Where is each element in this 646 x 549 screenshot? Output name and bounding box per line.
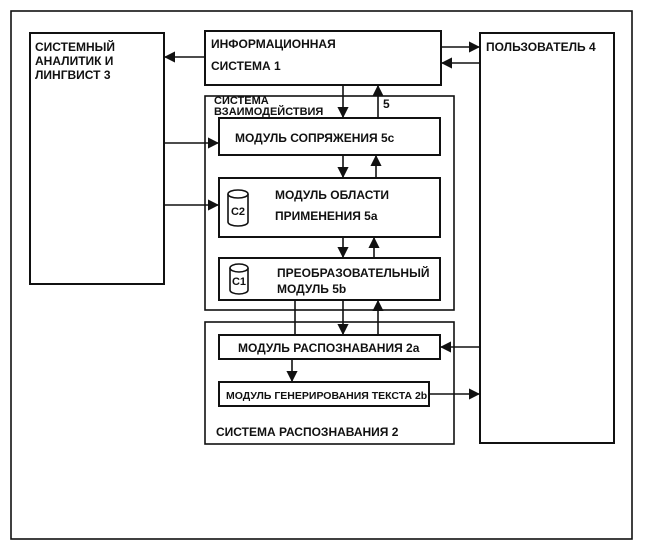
information-system-label-2: СИСТЕМА 1	[211, 59, 281, 73]
c2-database-label: С2	[231, 206, 245, 218]
user-block	[480, 33, 614, 443]
interface-module-label: МОДУЛЬ СОПРЯЖЕНИЯ 5с	[235, 131, 395, 145]
user-label: ПОЛЬЗОВАТЕЛЬ 4	[486, 40, 596, 54]
domain-module-label-2: ПРИМЕНЕНИЯ 5а	[275, 209, 378, 223]
interaction-system-label-2: ВЗАИМОДЕЙСТВИЯ	[214, 105, 323, 118]
c1-database-label: С1	[232, 276, 246, 288]
conversion-module-label-1: ПРЕОБРАЗОВАТЕЛЬНЫЙ	[277, 265, 429, 280]
analyst-label-2: АНАЛИТИК И	[35, 54, 113, 68]
domain-module-label-1: МОДУЛЬ ОБЛАСТИ	[275, 188, 389, 202]
information-system-label-1: ИНФОРМАЦИОННАЯ	[211, 37, 336, 51]
analyst-label-1: СИСТЕМНЫЙ	[35, 39, 115, 54]
recognition-module-label: МОДУЛЬ РАСПОЗНАВАНИЯ 2а	[238, 341, 420, 355]
conversion-module-label-2: МОДУЛЬ 5b	[277, 282, 346, 296]
text-generation-module-label: МОДУЛЬ ГЕНЕРИРОВАНИЯ ТЕКСТА 2b	[226, 390, 427, 402]
interaction-system-number: 5	[383, 97, 390, 111]
analyst-label-3: ЛИНГВИСТ 3	[35, 68, 111, 82]
recognition-system-label: СИСТЕМА РАСПОЗНАВАНИЯ 2	[216, 425, 399, 439]
domain-module-block	[219, 178, 440, 237]
